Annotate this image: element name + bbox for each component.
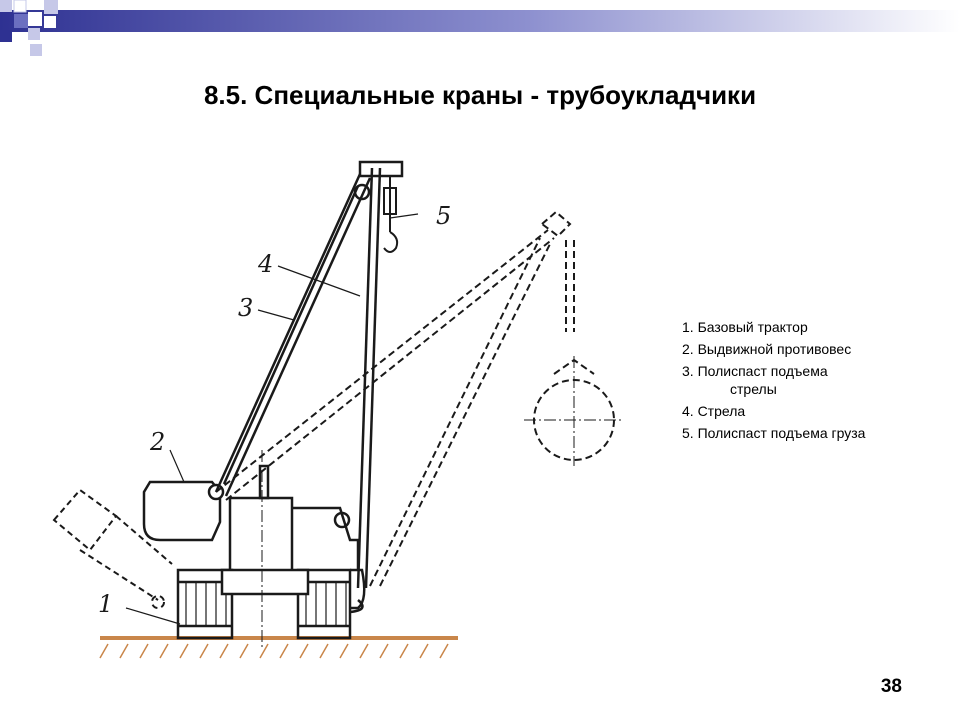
figure-label-4: 4 [257, 250, 273, 278]
centerlines [261, 356, 624, 650]
figure-label-3: 3 [238, 294, 253, 322]
header-decoration [0, 0, 960, 56]
exhaust [258, 464, 270, 500]
mast [333, 160, 404, 589]
frame [220, 568, 310, 596]
legend-item-text: 3. Полиспаст подъема [682, 363, 828, 379]
legend-item: 4. Стрела [682, 402, 952, 420]
figure-label-5: 5 [436, 202, 451, 230]
track-right [296, 568, 352, 640]
tracks [176, 568, 352, 640]
legend-item-continuation: стрелы [730, 381, 777, 397]
figure-label-1: 1 [98, 590, 113, 618]
legend-item-text: 2. Выдвижной противовес [682, 341, 852, 357]
track-left [176, 568, 234, 640]
slide-title: 8.5. Специальные краны - трубоукладчики [203, 80, 757, 110]
page-number: 38 [880, 676, 902, 697]
ground [99, 636, 458, 659]
engine-block [228, 496, 294, 570]
legend: 1. Базовый трактор 2. Выдвижной противов… [682, 318, 952, 446]
boom-4 [214, 173, 372, 497]
counterweight-2 [142, 480, 225, 542]
header-squares [0, 0, 70, 56]
tractor-body [220, 464, 366, 614]
legend-item-text: 4. Стрела [682, 403, 746, 419]
pipelayer-crane-drawing: 5 4 3 2 1 [52, 160, 624, 659]
legend-item: 5. Полиспаст подъема груза [682, 424, 952, 442]
legend-item: 1. Базовый трактор [682, 318, 952, 336]
legend-item-text: 5. Полиспаст подъема груза [682, 425, 866, 441]
legend-item: 3. Полиспаст подъема стрелы [682, 362, 952, 398]
legend-item-text: 1. Базовый трактор [682, 319, 808, 335]
header-gradient-bar [0, 10, 960, 32]
figure-label-2: 2 [149, 428, 165, 456]
boom-dashed-position [215, 210, 575, 587]
counterweight-extended-dashed [52, 488, 173, 609]
hoist-5 [383, 176, 399, 253]
legend-item: 2. Выдвижной противовес [682, 340, 952, 358]
leader-lines [125, 213, 419, 625]
